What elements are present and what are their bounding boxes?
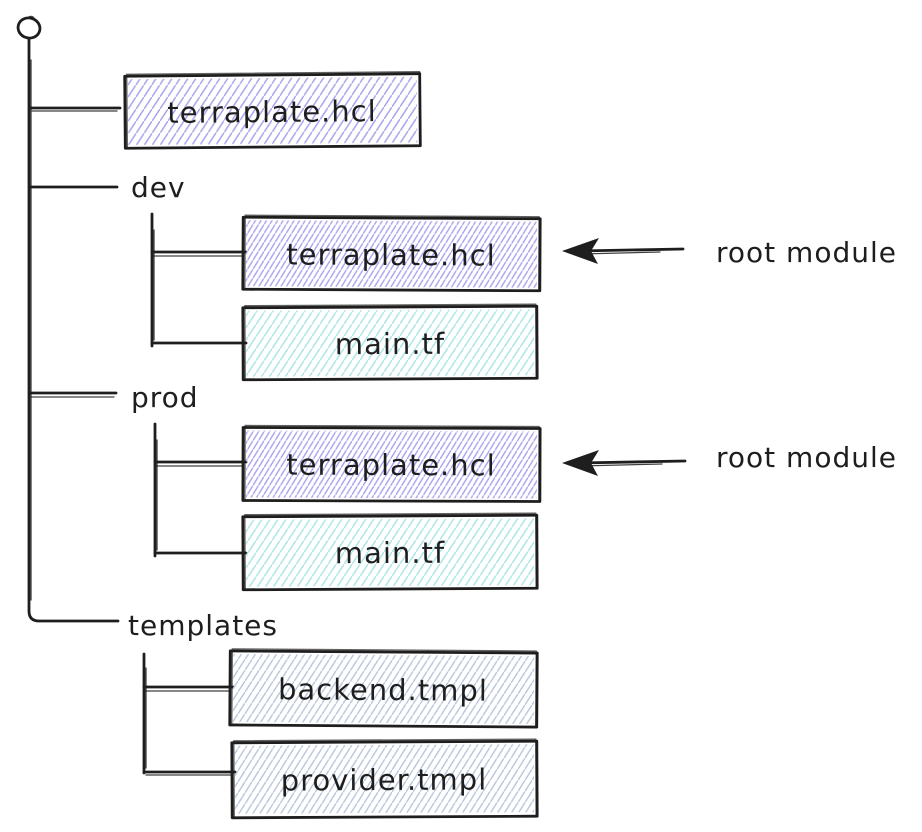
file-box-maintf-dev: main.tf bbox=[241, 303, 539, 382]
file-label-provider-tmpl: provider.tmpl bbox=[281, 762, 488, 797]
file-box-outline-echo bbox=[125, 71, 422, 149]
arrow-shaft-echo bbox=[579, 463, 663, 467]
file-box-fill bbox=[245, 518, 535, 587]
file-box-fill bbox=[245, 430, 538, 499]
file-box-terraplate-prod: terraplate.hcl bbox=[241, 424, 542, 503]
file-box-maintf-prod: main.tf bbox=[241, 512, 539, 592]
file-box-outline-echo bbox=[244, 512, 537, 591]
file-label-maintf-prod: main.tf bbox=[335, 536, 445, 571]
file-box-fill bbox=[127, 76, 418, 146]
file-box-outline-echo bbox=[244, 303, 537, 381]
file-box-fill bbox=[232, 653, 535, 725]
file-box-provider-tmpl: provider.tmpl bbox=[230, 738, 539, 820]
arrow-shaft bbox=[576, 459, 687, 465]
annotation-arrow-prod bbox=[562, 450, 687, 476]
file-box-outline-echo bbox=[244, 214, 540, 292]
annotation-root-module-prod: root module bbox=[716, 441, 897, 474]
annotation-root-module-dev: root module bbox=[716, 236, 897, 269]
file-label-terraplate-dev: terraplate.hcl bbox=[286, 237, 496, 272]
file-label-terraplate-prod: terraplate.hcl bbox=[286, 448, 495, 483]
file-box-outline-echo bbox=[244, 424, 540, 503]
file-box-fill bbox=[245, 309, 535, 377]
folder-label-prod: prod bbox=[131, 381, 199, 414]
folder-label-templates: templates bbox=[128, 609, 278, 642]
file-label-backend-tmpl: backend.tmpl bbox=[278, 672, 488, 707]
file-label-terraplate-root: terraplate.hcl bbox=[167, 94, 377, 130]
file-label-maintf-dev: main.tf bbox=[335, 327, 445, 362]
arrow-head-left-icon bbox=[562, 238, 599, 264]
tree-root-node bbox=[16, 15, 42, 40]
file-box-fill bbox=[234, 744, 535, 814]
arrow-shaft bbox=[576, 247, 685, 253]
file-box-outline-echo bbox=[231, 648, 537, 728]
file-box-terraplate-dev: terraplate.hcl bbox=[241, 214, 542, 293]
file-box-backend-tmpl: backend.tmpl bbox=[228, 648, 539, 729]
folder-label-dev: dev bbox=[131, 171, 186, 204]
file-box-fill bbox=[245, 220, 538, 288]
tree-trunk-line bbox=[27, 37, 120, 623]
file-box-terraplate-root: terraplate.hcl bbox=[123, 71, 422, 150]
file-box-outline-echo bbox=[233, 738, 537, 819]
annotation-arrow-dev bbox=[562, 238, 685, 264]
arrow-shaft-echo bbox=[579, 251, 661, 255]
arrow-head-left-icon bbox=[562, 450, 599, 476]
